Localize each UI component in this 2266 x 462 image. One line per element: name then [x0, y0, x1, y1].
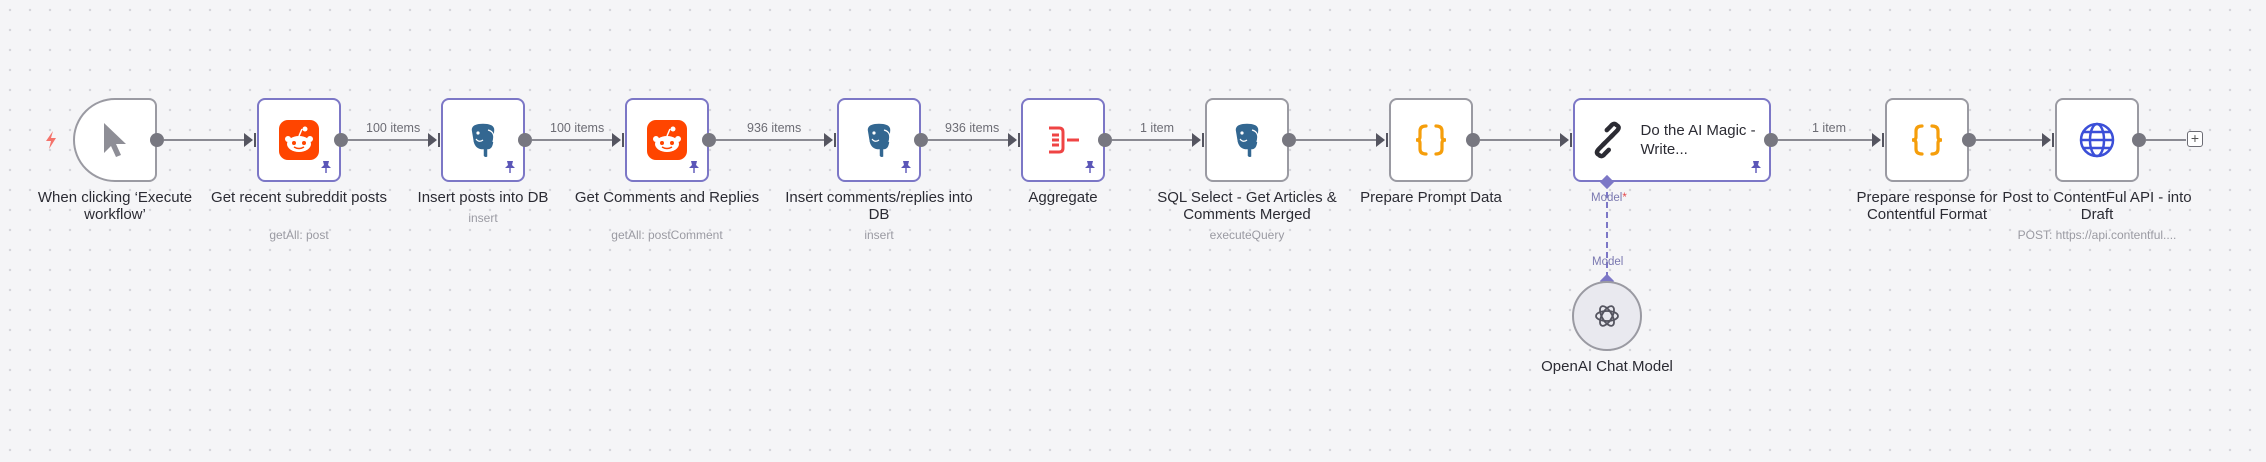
input-arrow-icon — [428, 133, 437, 147]
node-label: Post to ContentFul API - into Draft — [2002, 189, 2192, 223]
input-arrow-icon — [1872, 133, 1881, 147]
input-port[interactable] — [1202, 133, 1204, 147]
input-arrow-icon — [244, 133, 253, 147]
input-arrow-icon — [1376, 133, 1385, 147]
node-subtitle: getAll: postComment — [611, 228, 723, 242]
add-node-button[interactable]: + — [2187, 131, 2203, 147]
output-port[interactable] — [2132, 133, 2146, 147]
node-get-recent-posts[interactable] — [257, 98, 341, 182]
postgres-icon — [866, 122, 892, 159]
node-openai-chat-model[interactable] — [1572, 281, 1642, 351]
node-aggregate[interactable] — [1021, 98, 1105, 182]
pin-icon — [1085, 161, 1095, 173]
input-arrow-icon — [1192, 133, 1201, 147]
input-port[interactable] — [1570, 133, 1572, 147]
output-port[interactable] — [150, 133, 164, 147]
output-port[interactable] — [1466, 133, 1480, 147]
input-port[interactable] — [438, 133, 440, 147]
code-braces-icon — [1415, 124, 1447, 156]
edge-label: 1 item — [1810, 121, 1849, 135]
output-port[interactable] — [1282, 133, 1296, 147]
pin-icon — [689, 161, 699, 173]
node-label: Aggregate — [1028, 189, 1098, 206]
aggregate-icon — [1049, 126, 1079, 154]
node-post-contentful[interactable] — [2055, 98, 2139, 182]
input-port[interactable] — [254, 133, 256, 147]
node-get-comments[interactable] — [625, 98, 709, 182]
node-label: Get recent subreddit posts — [211, 189, 387, 206]
input-port[interactable] — [1386, 133, 1388, 147]
node-label: OpenAI Chat Model — [1541, 358, 1673, 375]
input-arrow-icon — [2042, 133, 2051, 147]
openai-icon — [1595, 305, 1619, 327]
node-subtitle: executeQuery — [1209, 228, 1285, 242]
chain-link-icon — [1594, 121, 1621, 159]
input-port[interactable] — [834, 133, 836, 147]
globe-icon — [2079, 122, 2115, 158]
output-port[interactable] — [914, 133, 928, 147]
input-arrow-icon — [1008, 133, 1017, 147]
edge-label: 100 items — [364, 121, 423, 135]
node-insert-comments[interactable] — [837, 98, 921, 182]
node-insert-posts[interactable] — [441, 98, 525, 182]
node-inline-label: Do the AI Magic - Write... — [1640, 122, 1756, 158]
pin-icon — [901, 161, 911, 173]
edge-label: 936 items — [745, 121, 804, 135]
node-prepare-response[interactable] — [1885, 98, 1969, 182]
node-subtitle: POST: https://api.contentful.... — [2017, 228, 2177, 242]
reddit-icon — [647, 120, 687, 160]
output-port[interactable] — [518, 133, 532, 147]
edge-label: 1 item — [1138, 121, 1177, 135]
node-ai-magic[interactable]: Do the AI Magic - Write... — [1573, 98, 1771, 182]
node-label: Prepare response for Contentful Format — [1856, 189, 1998, 223]
edge-label: 936 items — [943, 121, 1002, 135]
node-label: Get Comments and Replies — [574, 189, 760, 206]
output-port[interactable] — [702, 133, 716, 147]
pin-icon — [321, 161, 331, 173]
pin-icon — [505, 161, 515, 173]
output-port[interactable] — [1098, 133, 1112, 147]
node-sql-select[interactable] — [1205, 98, 1289, 182]
node-prepare-prompt[interactable] — [1389, 98, 1473, 182]
output-port[interactable] — [1764, 133, 1778, 147]
node-subtitle: insert — [468, 211, 498, 225]
lightning-bolt-icon — [46, 131, 56, 149]
code-braces-icon — [1911, 124, 1943, 156]
node-manual-trigger[interactable] — [73, 98, 157, 182]
node-subtitle: getAll: post — [269, 228, 329, 242]
postgres-icon — [1234, 122, 1260, 159]
output-port[interactable] — [334, 133, 348, 147]
node-label: SQL Select - Get Articles & Comments Mer… — [1157, 189, 1337, 223]
node-label: Insert posts into DB — [417, 189, 549, 206]
input-port[interactable] — [1882, 133, 1884, 147]
cursor-icon — [104, 123, 126, 157]
pin-icon — [1751, 161, 1761, 173]
postgres-icon — [470, 122, 496, 159]
input-arrow-icon — [1560, 133, 1569, 147]
node-label: When clicking ‘Execute workflow’ — [37, 189, 193, 223]
model-port-label: Model* — [1591, 192, 1627, 204]
input-port[interactable] — [622, 133, 624, 147]
node-label: Prepare Prompt Data — [1360, 189, 1502, 206]
required-mark: * — [1622, 192, 1627, 204]
input-port[interactable] — [2052, 133, 2054, 147]
input-port[interactable] — [1018, 133, 1020, 147]
output-port[interactable] — [1962, 133, 1976, 147]
input-arrow-icon — [824, 133, 833, 147]
reddit-icon — [279, 120, 319, 160]
node-label: Insert comments/replies into DB — [785, 189, 973, 223]
input-arrow-icon — [612, 133, 621, 147]
model-connector-label: Model — [1592, 256, 1624, 268]
node-subtitle: insert — [864, 228, 894, 242]
edge-label: 100 items — [548, 121, 607, 135]
